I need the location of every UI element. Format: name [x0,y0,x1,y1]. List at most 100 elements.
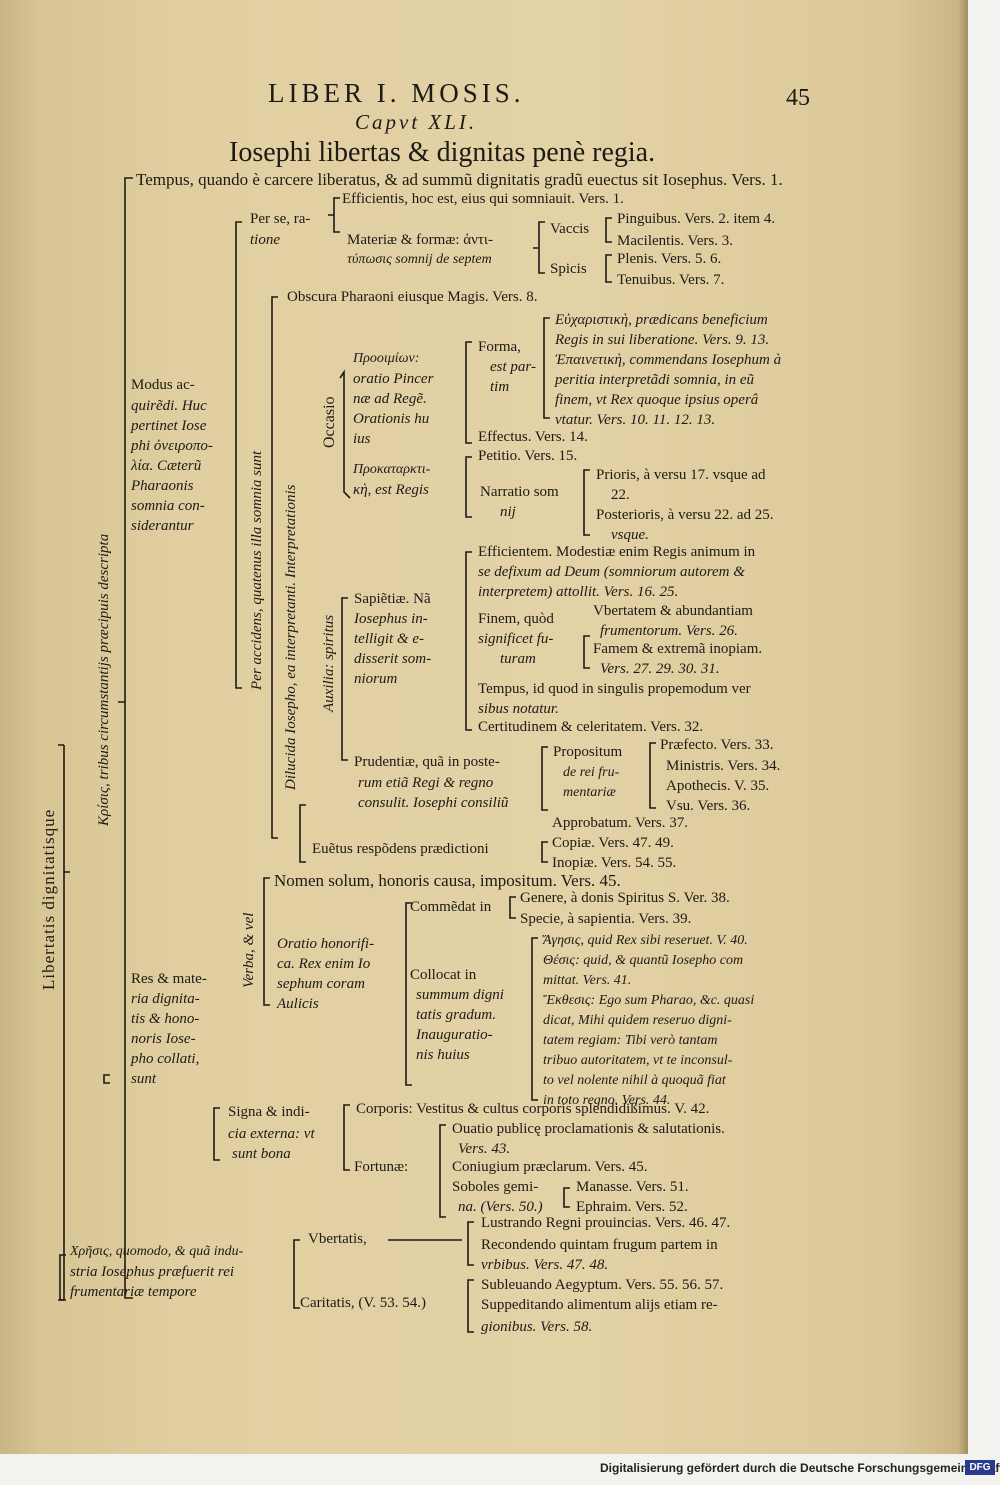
res-text-5: pho collati, [131,1051,200,1067]
ekth-line-5: to vel nolente nihil à quoquã fiat [543,1073,726,1088]
per-se-label: Per se, ra- [250,211,311,227]
suppeditando-line-1: Suppeditando alimentum alijs etiam re- [481,1297,718,1313]
res-text-1: Res & mate- [131,971,207,987]
fortunae-label: Fortunæ: [354,1159,409,1175]
epain-line-3: finem, vt Rex quoque ipsius operâ [555,392,759,408]
inopiae-line: Inopiæ. Vers. 54. 55. [552,855,677,871]
collocat-text-5: nis huius [416,1047,470,1063]
tempus2-line-1: Tempus, id quod in singulis propemodum v… [478,681,751,697]
sapientiae-text-3: telligit & e- [354,631,424,647]
modus-text-7: somnia con- [131,498,205,514]
epain-line-2: peritia interpretãdi somnia, in eũ [555,372,755,388]
narratio-label-2: nij [500,504,516,520]
prudentiae-text-3: consulit. Iosephi consiliũ [358,795,509,811]
thesis-line-2: mittat. Vers. 41. [543,973,632,988]
sapientiae-text-5: niorum [354,671,398,687]
ouatio-line-1: Ouatio publicę proclamationis & salutati… [452,1121,725,1137]
epain-line-1: Ἐπαινετικὴ, commendans Iosephum à [555,352,782,368]
modus-text-1: Modus ac- [131,377,195,393]
tempus2-line-2: sibus notatur. [478,701,559,717]
suppeditando-line-2: gionibus. Vers. 58. [481,1319,593,1335]
thesis-line-1: Θέσις: quid, & quantũ Iosepho com [543,953,744,968]
genere-line: Genere, à donis Spiritus S. Ver. 38. [520,890,730,906]
oratio-text-2: ca. Rex enim Io [277,956,371,972]
auxilia-vertical: Auxilia: spiritus [321,614,337,712]
propositum-label: Propositum [553,744,623,760]
signa-text-3: sunt bona [232,1146,291,1162]
macilentis-line: Macilentis. Vers. 3. [617,233,733,249]
modus-text-2: quirẽdi. Huc [131,398,207,414]
ekth-line-3: tatem regiam: Tibi verò tantam [543,1033,718,1048]
famem-line-1: Famem & extremã inopiam. [593,641,763,657]
efficientem-line-3: interpretem) attollit. Vers. 16. 25. [478,584,679,600]
digitization-credit: Digitalisierung gefördert durch die Deut… [600,1461,1000,1475]
forma-label: Forma, [478,339,521,355]
lustrando-line: Lustrando Regni prouincias. Vers. 46. 47… [481,1215,731,1231]
praefecto-line: Præfecto. Vers. 33. [660,737,774,753]
pinguibus-line: Pinguibus. Vers. 2. item 4. [617,211,776,227]
obscura-line: Obscura Pharaoni eiusque Magis. Vers. 8. [287,289,538,305]
soboles-line-2: na. (Vers. 50.) [458,1199,543,1215]
forma-label-2: est par- [490,359,536,375]
efficientis-line: Efficientis, hoc est, eius qui somniauit… [342,191,624,207]
prooem-text-3: næ ad Regẽ. [353,391,427,407]
page-title: Iosephi libertas & dignitas penè regia. [229,137,656,168]
ekth-line-1: Ἔκθεσις: Ego sum Pharao, &c. quasi [543,993,755,1008]
caritatis-label: Caritatis, (V. 53. 54.) [300,1295,426,1311]
euch-line-2: Regis in sui liberatione. Vers. 9. 13. [555,332,770,348]
dilucida-vertical: Dilucida Iosepho, ea interpretanti. Inte… [283,484,299,790]
modus-text-4: phi ὀνειροπο- [131,438,213,454]
modus-text-8: siderantur [131,518,194,534]
dfg-logo: DFG [965,1460,995,1475]
collocat-text-4: Inauguratio- [416,1027,493,1043]
apothecis-line: Apothecis. V. 35. [666,778,770,794]
posterioris-line-1: Posterioris, à versu 22. ad 25. [596,507,774,523]
prokat-text-2: κὴ, est Regis [353,482,429,498]
efficientem-line-1: Efficientem. Modestiæ enim Regis animum … [478,544,756,560]
modus-text-3: pertinet Iose [131,418,207,434]
oratio-text-1: Oratio honorifi- [277,936,375,952]
chresis-text-3: frumentariæ tempore [70,1284,197,1300]
prooem-text-1: Προοιμίων: [353,351,420,366]
sapientiae-text-2: Iosephus in- [354,611,428,627]
propositum-label-2: de rei fru- [563,765,620,780]
prioris-line-2: 22. [611,487,630,503]
vaccis-label: Vaccis [550,221,590,237]
tenuibus-line: Tenuibus. Vers. 7. [617,272,725,288]
prioris-line-1: Prioris, à versu 17. vsque ad [596,467,766,483]
collocat-text-2: summum digni [416,987,504,1003]
vbertatis-label: Vbertatis, [308,1231,367,1247]
occasio-vertical: Occasio [321,396,338,448]
soboles-line-1: Soboles gemi- [452,1179,539,1195]
vbertatem-line-1: Vbertatem & abundantiam [593,603,753,619]
ekth-line-6: in toto regno. Vers. 44. [543,1093,671,1108]
epain-line-4: vtatur. Vers. 10. 11. 12. 13. [555,412,716,428]
recondendo-line-1: Recondendo quintam frugum partem in [481,1237,718,1253]
subleuando-line: Subleuando Aegyptum. Vers. 55. 56. 57. [481,1277,724,1293]
forma-label-3: tim [490,379,510,395]
chresis-text-1: Χρῆσις, quomodo, & quã indu- [70,1244,244,1259]
nomen-line: Nomen solum, honoris causa, impositum. V… [274,871,621,890]
recondendo-line-2: vrbibus. Vers. 47. 48. [481,1257,609,1273]
petitio-line: Petitio. Vers. 15. [478,448,578,464]
ouatio-line-2: Vers. 43. [458,1141,511,1157]
corporis-line: Corporis: Vestitus & cultus corporis spl… [356,1101,710,1117]
page-number: 45 [786,85,810,111]
ekth-line-4: tribuo autoritatem, vt te inconsul- [543,1053,733,1068]
vsu-line: Vsu. Vers. 36. [666,798,751,814]
prooem-text-4: Orationis hu [353,411,430,427]
vbertatem-line-2: frumentorum. Vers. 26. [600,623,738,639]
finem-label-2: significet fu- [478,631,554,647]
efficientem-line-2: se defixum ad Deum (somniorum autorem & [478,564,745,580]
euch-line-1: Εὐχαριστικὴ, prædicans beneficium [555,312,768,328]
certitudinem-line: Certitudinem & celeritatem. Vers. 32. [478,719,704,735]
prudentiae-text-2: rum etiã Regi & regno [358,775,494,791]
ministris-line: Ministris. Vers. 34. [666,758,781,774]
modus-text-5: λία. Cæterũ [131,458,202,474]
sapientiae-text-1: Sapiẽtiæ. Nã [354,591,431,607]
res-text-6: sunt [131,1071,157,1087]
signa-text-2: cia externa: vt [228,1126,315,1142]
krisis-vertical: Κρίσις, tribus circumstantijs præcipuis … [96,533,112,826]
coniugium-line: Coniugium præclarum. Vers. 45. [452,1159,648,1175]
euentus-line: Euẽtus respõdens prædictioni [312,841,489,857]
